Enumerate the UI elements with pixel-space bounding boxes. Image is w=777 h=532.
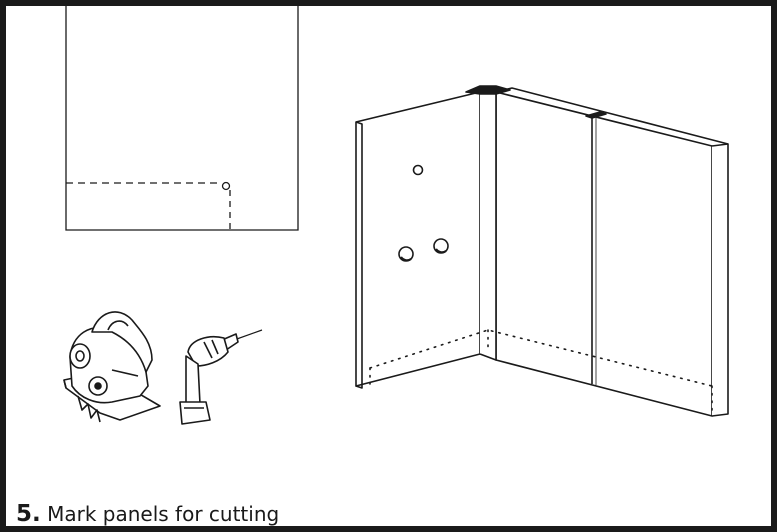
power-drill-icon [179, 329, 263, 425]
detail-inset [65, 6, 299, 231]
step-caption: 5. Mark panels for cutting [16, 501, 279, 527]
step-text: Mark panels for cutting [47, 502, 280, 526]
step-number: 5. [16, 501, 41, 527]
illustration [63, 6, 729, 425]
circular-saw-icon [63, 311, 161, 423]
corner-panel-assembly [355, 85, 729, 417]
